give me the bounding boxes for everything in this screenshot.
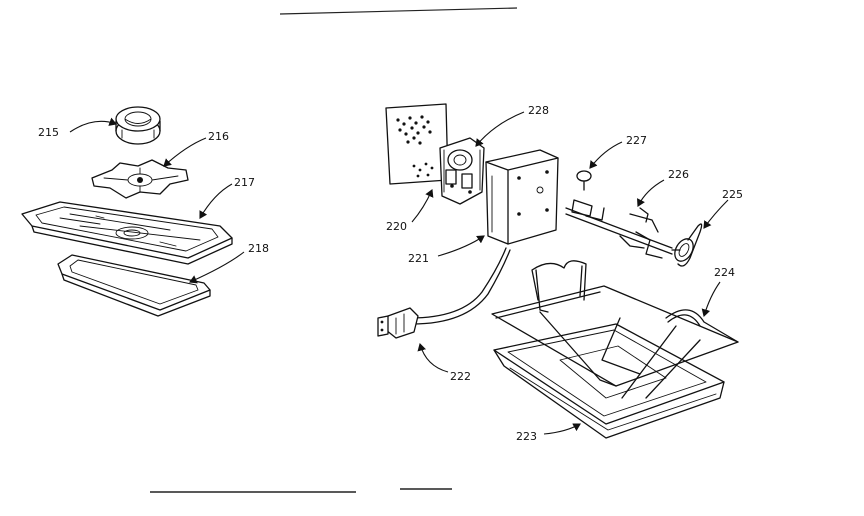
part-215-knob: [115, 106, 161, 145]
callout-224: 224: [714, 266, 735, 279]
part-216-spider-plate: [91, 159, 189, 199]
part-220-shield-plate: [385, 103, 449, 185]
part-224-wire-rack: [491, 260, 739, 399]
callout-216: 216: [208, 130, 229, 143]
part-227-screw: [576, 170, 592, 191]
part-225-handle: [671, 223, 703, 267]
part-223-roasting-pan: [493, 323, 725, 439]
part-222-power-cord: [377, 247, 511, 339]
part-226-spit-rod: [565, 199, 673, 259]
callout-225: 225: [722, 188, 743, 201]
callout-217: 217: [234, 176, 255, 189]
top-rule: [279, 7, 518, 15]
part-217-tray: [21, 201, 233, 265]
callout-227: 227: [626, 134, 647, 147]
callout-222: 222: [450, 370, 471, 383]
part-218-drip-pan: [57, 254, 211, 317]
callout-221: 221: [408, 252, 429, 265]
callout-223: 223: [516, 430, 537, 443]
part-221-box: [485, 149, 559, 245]
callout-220: 220: [386, 220, 407, 233]
callout-228: 228: [528, 104, 549, 117]
callout-226: 226: [668, 168, 689, 181]
callout-218: 218: [248, 242, 269, 255]
callout-215: 215: [38, 126, 59, 139]
part-228-motor: [439, 137, 485, 205]
